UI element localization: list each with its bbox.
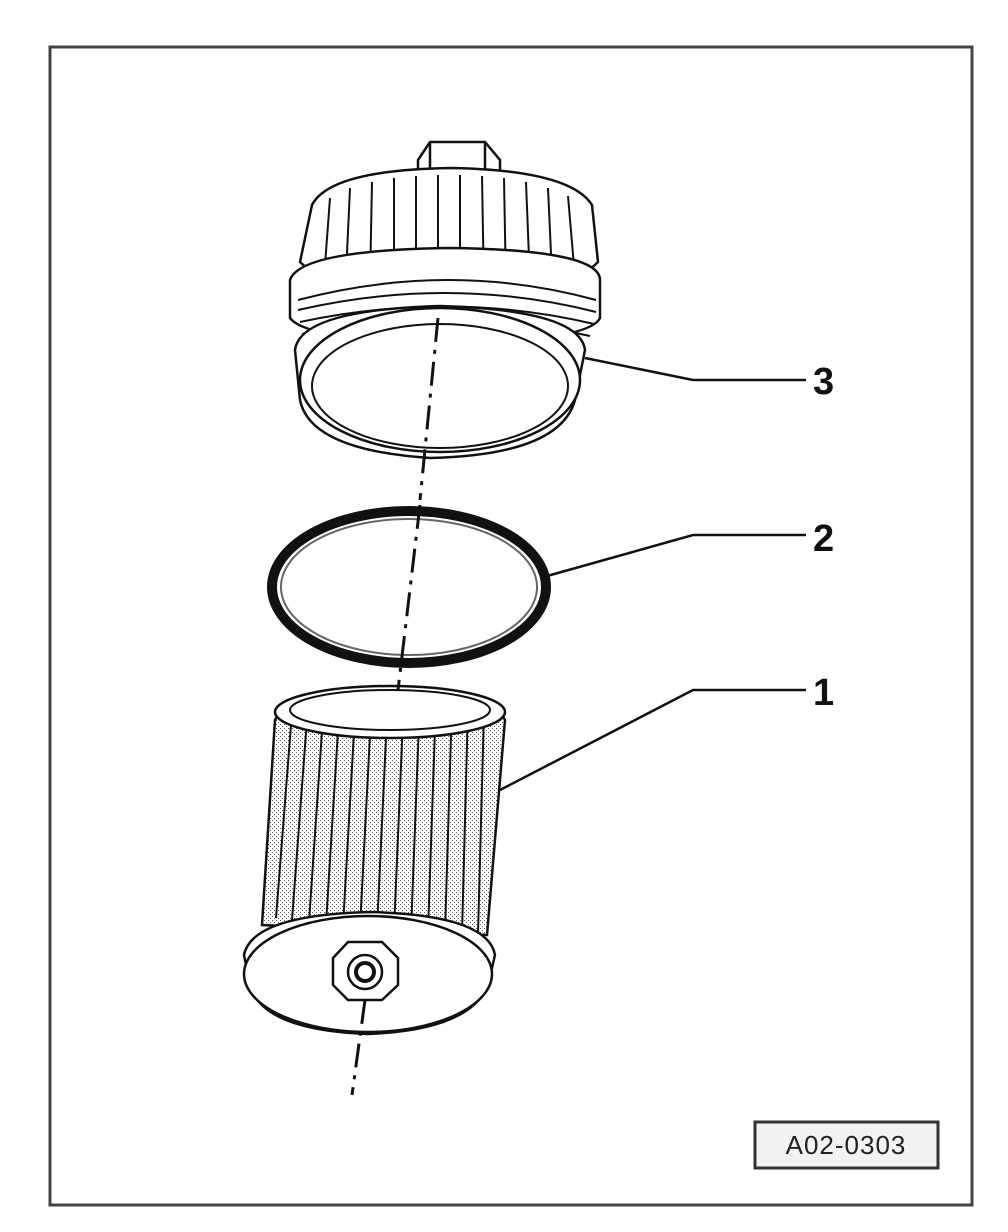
- o-ring-seal: [267, 506, 551, 668]
- filter-element: [242, 684, 507, 1036]
- callout-number-seal: 2: [813, 518, 834, 560]
- callout-number-element: 1: [813, 672, 834, 714]
- reference-code-badge: A02-0303: [753, 1120, 940, 1170]
- leader-lines: [499, 356, 806, 792]
- center-axis: [350, 317, 440, 1096]
- reference-code: A02-0303: [786, 1130, 907, 1160]
- callout-number-cap: 3: [813, 361, 834, 403]
- filter-cap: [288, 140, 602, 460]
